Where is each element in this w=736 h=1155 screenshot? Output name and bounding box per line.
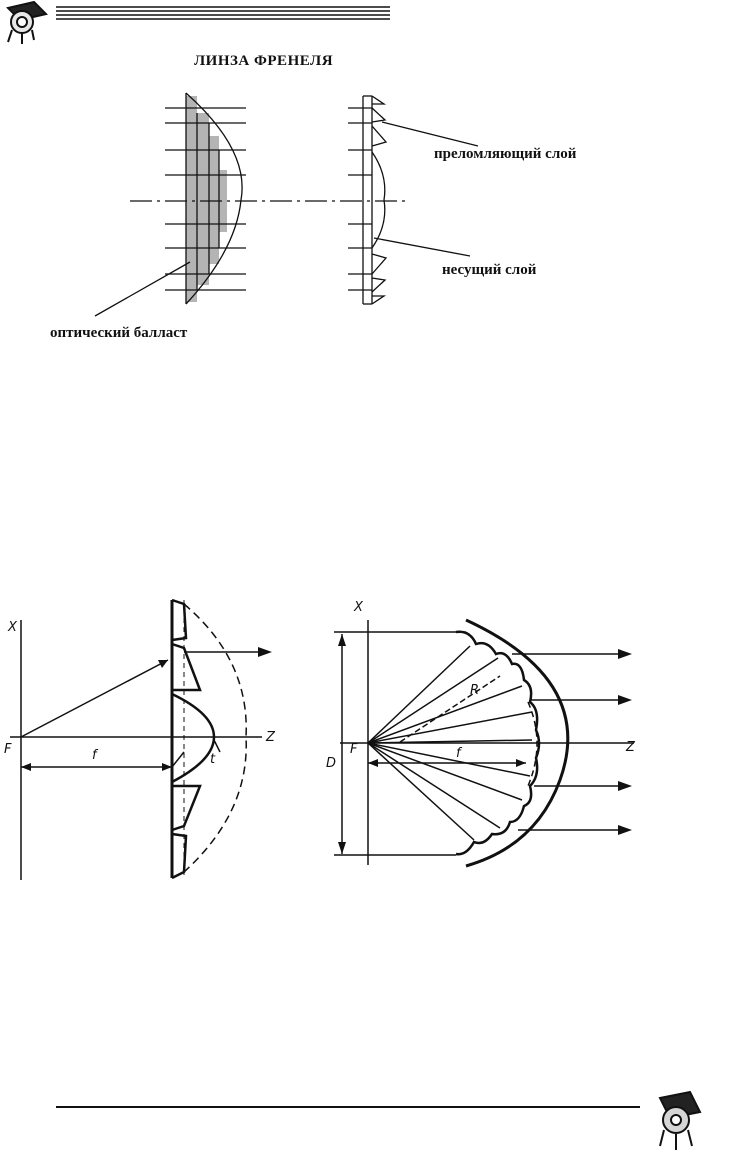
spotlight-icon bbox=[660, 1092, 700, 1150]
